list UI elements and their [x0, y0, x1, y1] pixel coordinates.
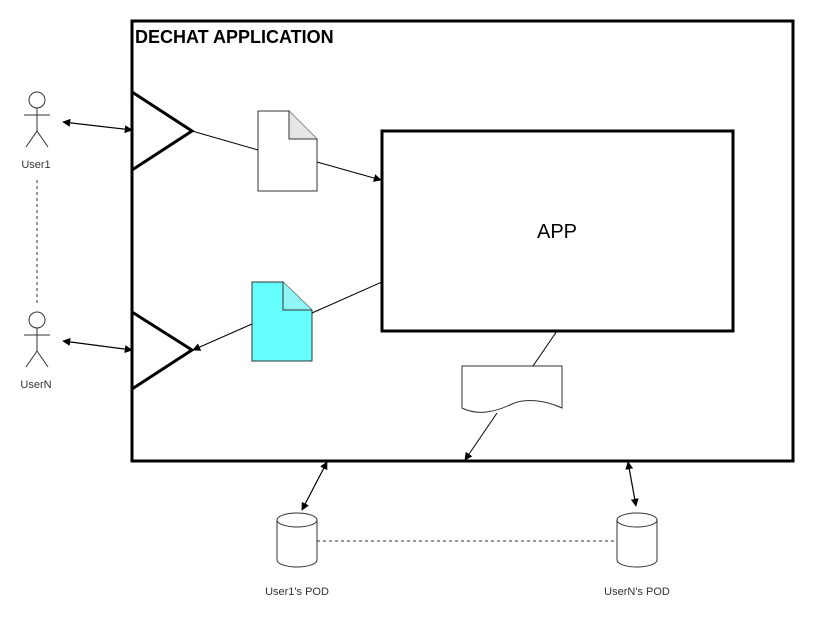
user1-arrow: [62, 118, 133, 134]
usern-pod-label: UserN's POD: [604, 586, 670, 598]
document-to-app-arrow: [316, 161, 382, 182]
triangle-to-document-line: [191, 130, 259, 151]
storage-document-to-boundary-arrow: [464, 412, 498, 461]
storage-document-icon: [461, 365, 563, 413]
usern-interface-triangle: [131, 310, 195, 391]
application-title: DECHAT APPLICATION: [135, 27, 334, 47]
response-document-icon: [251, 281, 313, 362]
app-label: APP: [537, 221, 577, 243]
user1-interface-triangle: [131, 90, 195, 172]
app-to-storage-document-line: [532, 330, 558, 367]
usern-actor: [24, 311, 50, 368]
user1-pod-label: User1's POD: [265, 586, 329, 598]
user1-pod-arrow: [301, 461, 328, 511]
response-document-to-triangle-arrow: [192, 323, 253, 351]
app-box: [380, 129, 735, 333]
usern-arrow: [62, 337, 133, 354]
usern-label: UserN: [20, 379, 51, 391]
user1-actor: [24, 91, 50, 148]
request-document-icon: [257, 110, 318, 192]
application-boundary: [130, 19, 795, 463]
user1-pod-database-icon: [276, 512, 318, 568]
user1-label: User1: [21, 159, 50, 171]
usern-pod-arrow: [625, 461, 639, 507]
usern-pod-database-icon: [616, 512, 658, 568]
app-to-response-document-line: [311, 281, 383, 314]
